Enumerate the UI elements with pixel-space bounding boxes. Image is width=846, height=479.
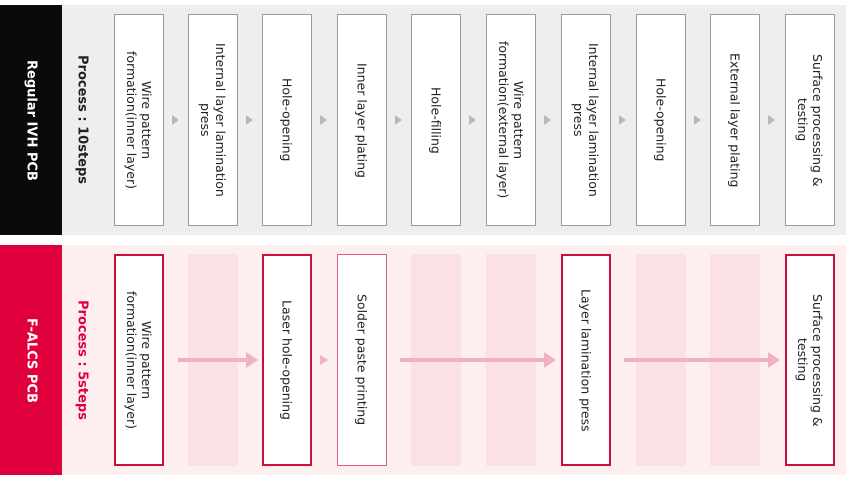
regular-step-9: External layer plating	[710, 14, 760, 226]
regular-step-5: Hole-filling	[411, 14, 461, 226]
arrow-right-icon	[469, 115, 476, 125]
arrow-right-icon	[395, 115, 402, 125]
falcs-label-text: F-ALCS PCB	[23, 317, 39, 403]
regular-step-8: Hole-opening	[636, 14, 686, 226]
regular-step-1: Wire pattern formation(inner layer)	[114, 14, 164, 226]
regular-process-label: Process : 10steps	[62, 5, 102, 235]
arrow-right-icon	[246, 115, 253, 125]
arrow-right-icon	[694, 115, 701, 125]
falcs-process-text: Process : 5steps	[74, 300, 90, 420]
regular-ivh-label: Regular IVH PCB	[0, 5, 62, 235]
falcs-process-label: Process : 5steps	[62, 245, 102, 475]
falcs-step-5: Surface processing & testing	[785, 254, 835, 466]
long-arrow-right-icon	[178, 349, 258, 371]
falcs-step-2: Laser hole-opening	[262, 254, 312, 466]
falcs-step-4: Layer lamination press	[561, 254, 611, 466]
regular-ivh-label-text: Regular IVH PCB	[23, 59, 39, 181]
regular-step-2: Internal layer lamination press	[188, 14, 238, 226]
arrow-right-icon	[172, 115, 179, 125]
arrow-right-icon	[544, 115, 551, 125]
regular-step-10: Surface processing & testing	[785, 14, 835, 226]
arrow-right-icon	[768, 115, 775, 125]
regular-step-6: Wire pattern formation(external layer)	[486, 14, 536, 226]
regular-process-text: Process : 10steps	[74, 55, 90, 185]
arrow-right-icon	[320, 355, 328, 365]
regular-step-7: Internal layer lamination press	[561, 14, 611, 226]
long-arrow-right-icon	[400, 349, 556, 371]
regular-step-3: Hole-opening	[262, 14, 312, 226]
falcs-step-1: Wire pattern formation(inner layer)	[114, 254, 164, 466]
arrow-right-icon	[320, 115, 327, 125]
regular-step-4: Inner layer plating	[337, 14, 387, 226]
falcs-label: F-ALCS PCB	[0, 245, 62, 475]
long-arrow-right-icon	[624, 349, 780, 371]
falcs-row: F-ALCS PCB Process : 5steps Wire pattern…	[0, 245, 846, 475]
regular-ivh-row: Regular IVH PCB Process : 10steps Wire p…	[0, 5, 846, 235]
arrow-right-icon	[619, 115, 626, 125]
falcs-step-3: Solder paste printing	[337, 254, 387, 466]
